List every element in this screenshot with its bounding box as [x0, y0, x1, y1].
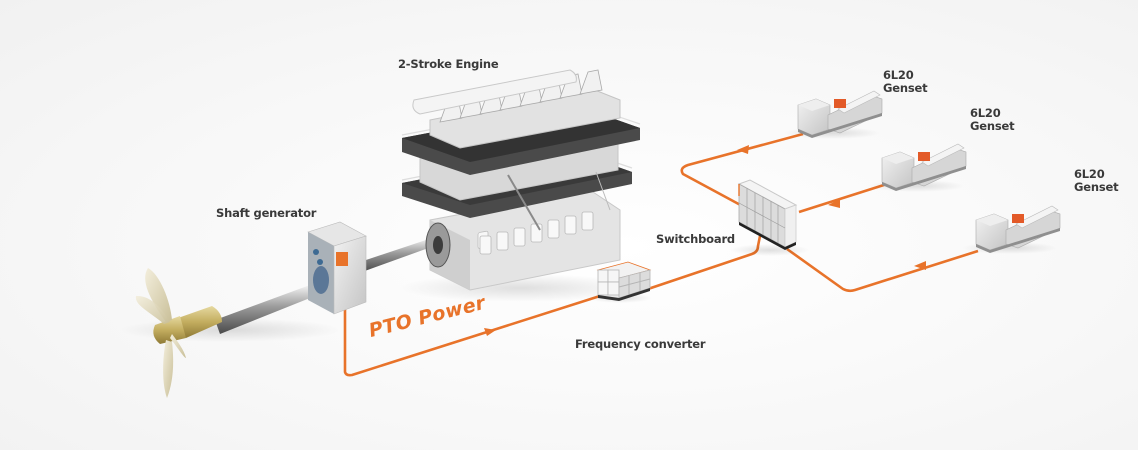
switchboard — [730, 179, 810, 256]
propeller-hub — [153, 316, 186, 344]
switchboard-label: Switchboard — [656, 232, 735, 246]
propeller-blade — [163, 340, 174, 398]
arrow-icon — [914, 261, 926, 270]
arrow-icon — [484, 328, 496, 336]
propeller-assembly — [120, 238, 434, 398]
shaft-generator-label: Shaft generator — [216, 206, 317, 220]
propeller-blade — [170, 334, 186, 358]
genset-turbo — [834, 99, 846, 108]
genset-1-type: Genset — [883, 81, 928, 95]
genset-2-model: 6L20 — [970, 106, 1001, 120]
engine-windows — [479, 211, 594, 255]
shaft-generator — [307, 221, 367, 315]
genset-1 — [784, 90, 883, 139]
line-shaftgen-to-converter — [343, 294, 601, 377]
genset-turbo — [1012, 214, 1024, 223]
flow-arrows — [484, 145, 926, 336]
frequency-converter — [588, 261, 652, 303]
arrow-icon — [737, 145, 749, 154]
line-genset1-to-switchboard — [680, 132, 804, 210]
genset-turbo — [918, 152, 930, 161]
propeller-shaft — [215, 285, 315, 334]
stern-tube — [177, 306, 222, 338]
line-genset3-to-switchboard — [786, 247, 979, 293]
terminal-box — [336, 252, 348, 266]
two-stroke-engine — [400, 69, 641, 302]
genset-2 — [868, 143, 967, 192]
genset-3-type: Genset — [1074, 180, 1119, 194]
genset-1-model: 6L20 — [883, 68, 914, 82]
arrow-icon — [828, 199, 840, 208]
frequency-converter-label: Frequency converter — [575, 337, 706, 351]
genset-2-label: 6L20 Genset — [970, 106, 1015, 133]
exhaust-receiver — [412, 69, 577, 115]
genset-2-type: Genset — [970, 119, 1015, 133]
propeller-blade — [135, 295, 170, 324]
engine-label: 2-Stroke Engine — [398, 57, 499, 71]
genset-3 — [962, 205, 1061, 254]
genset-3-label: 6L20 Genset — [1074, 167, 1119, 194]
intermediate-shaft — [360, 238, 434, 272]
genset-3-model: 6L20 — [1074, 167, 1105, 181]
genset-1-label: 6L20 Genset — [883, 68, 928, 95]
line-genset2-to-switchboard — [798, 182, 888, 214]
propeller-blade — [145, 268, 172, 322]
